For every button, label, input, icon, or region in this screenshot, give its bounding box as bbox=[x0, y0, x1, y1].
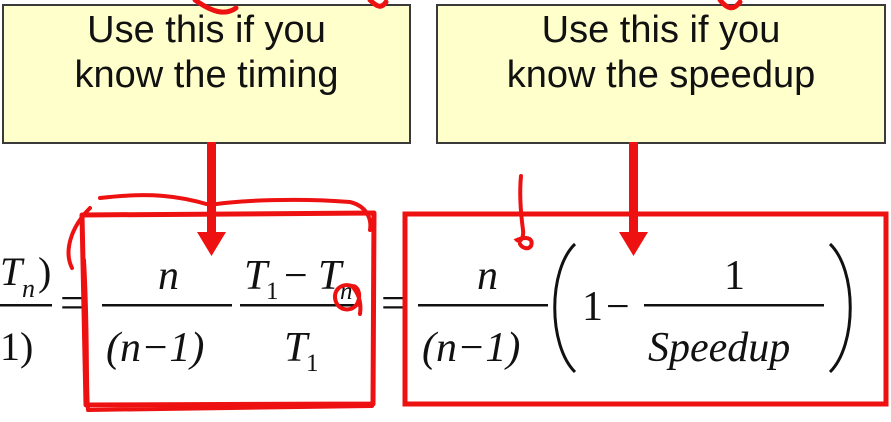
term3-den: (n−1) bbox=[422, 325, 520, 371]
arrow-right bbox=[619, 142, 648, 256]
term3-num: n bbox=[477, 253, 498, 299]
callout-speedup-line2: know the speedup bbox=[506, 54, 816, 96]
handwriting-mark bbox=[513, 174, 534, 251]
term2-sub1: 1 bbox=[266, 278, 279, 305]
term-timing-fraction: T 1 − T n T 1 bbox=[240, 253, 360, 377]
paren-frac-den: Speedup bbox=[648, 325, 790, 371]
term-n-over-n-minus-1-left: n (n−1) bbox=[102, 253, 232, 371]
arrow-left bbox=[197, 142, 226, 256]
lead-den: 1) bbox=[0, 324, 33, 369]
term-speedup-paren: 1 − 1 Speedup bbox=[553, 242, 852, 374]
callout-timing: Use this if you know the timing bbox=[2, 4, 411, 144]
callout-speedup-line1: Use this if you bbox=[541, 9, 781, 51]
left-paren bbox=[553, 242, 577, 374]
term2-subn: n bbox=[340, 278, 353, 305]
paren-frac-num: 1 bbox=[724, 253, 745, 299]
right-paren bbox=[828, 242, 852, 374]
handwriting-stroke-top bbox=[192, 0, 239, 15]
red-box-timing-scribble bbox=[66, 193, 374, 412]
term2-T1: T bbox=[244, 253, 270, 299]
handwriting-stroke-top bbox=[717, 0, 743, 11]
red-box-speedup bbox=[402, 211, 889, 407]
leading-fraction: T n ) 1) bbox=[0, 249, 52, 369]
term1-num: n bbox=[158, 253, 179, 299]
term2-den-T: T bbox=[284, 325, 310, 371]
term2-Tn: T bbox=[318, 253, 344, 299]
svg-text:T: T bbox=[0, 249, 25, 294]
red-circle-subscript bbox=[333, 283, 363, 316]
term2-den-sub: 1 bbox=[306, 350, 319, 377]
callout-timing-line2: know the timing bbox=[74, 54, 339, 96]
lead-num-close: ) bbox=[38, 249, 51, 294]
handwriting-stroke-top bbox=[367, 0, 389, 9]
term-n-over-n-minus-1-right: n (n−1) bbox=[418, 253, 548, 371]
red-box-timing bbox=[79, 210, 377, 408]
term1-den: (n−1) bbox=[106, 325, 204, 371]
callout-speedup: Use this if you know the speedup bbox=[436, 4, 886, 144]
paren-minus: − bbox=[606, 284, 630, 330]
term2-minus: − bbox=[284, 253, 308, 299]
paren-one: 1 bbox=[582, 284, 603, 330]
lead-sub-n: n bbox=[22, 274, 35, 303]
callout-timing-line1: Use this if you bbox=[87, 9, 326, 51]
lead-T: T bbox=[0, 249, 25, 294]
